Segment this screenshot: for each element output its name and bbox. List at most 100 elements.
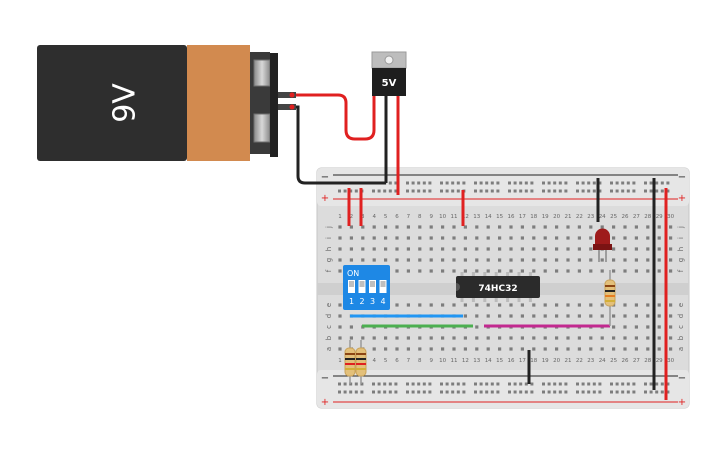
battery-snap-connector — [270, 53, 278, 157]
rail-hole — [524, 382, 528, 386]
terminal-hole — [646, 303, 650, 307]
resistor-bottom-left-2[interactable] — [355, 340, 367, 384]
terminal-hole — [612, 236, 616, 240]
rail-hole — [660, 390, 664, 394]
terminal-hole — [555, 347, 559, 351]
terminal-hole — [452, 258, 456, 262]
rail-hole — [592, 189, 596, 193]
rail-hole — [558, 189, 562, 193]
terminal-hole — [372, 258, 376, 262]
terminal-hole — [566, 247, 570, 251]
rail-hole — [411, 390, 415, 394]
battery-to-regulator-red-wire[interactable] — [296, 93, 376, 141]
rail-hole — [592, 181, 596, 185]
row-letter: e — [677, 303, 685, 307]
terminal-hole — [623, 258, 627, 262]
terminal-hole — [566, 225, 570, 229]
chip-pin — [483, 298, 487, 302]
column-number: 10 — [439, 358, 446, 364]
rail-hole — [343, 382, 347, 386]
logic-chip-74hc32[interactable]: 74HC32 — [456, 272, 540, 302]
rail-hole — [388, 390, 392, 394]
dip-lever-knob[interactable] — [359, 281, 365, 287]
row-letter: f — [677, 269, 685, 272]
rail-hole — [621, 382, 625, 386]
rail-hole — [666, 189, 670, 193]
rail-hole — [553, 189, 557, 193]
terminal-hole — [577, 269, 581, 273]
column-number: 8 — [418, 358, 422, 364]
terminal-hole — [418, 269, 422, 273]
resistor-bottom-left-1[interactable] — [344, 340, 356, 384]
terminal-hole — [395, 247, 399, 251]
terminal-hole — [623, 347, 627, 351]
rail-hole — [383, 382, 387, 386]
battery-label: 9V — [108, 83, 143, 123]
terminal-hole — [418, 225, 422, 229]
resistor-bl1-band-1 — [345, 353, 355, 355]
rail-hole — [576, 181, 579, 185]
chip-pin — [528, 272, 532, 276]
terminal-hole — [669, 225, 673, 229]
dip-lever-knob[interactable] — [380, 281, 386, 287]
dip-lever-knob[interactable] — [370, 281, 375, 287]
dip-switch-number: 4 — [380, 297, 385, 306]
rail-hole — [587, 382, 591, 386]
terminal-hole — [566, 314, 570, 318]
rail-hole — [406, 189, 409, 193]
regulator-label: 5V — [382, 78, 397, 89]
rail-hole — [660, 382, 664, 386]
dip-lever-knob[interactable] — [349, 281, 354, 287]
rail-hole — [666, 390, 670, 394]
rail-hole — [474, 390, 477, 394]
rail-hole — [547, 189, 551, 193]
rail-hole — [592, 382, 596, 386]
terminal-hole — [406, 336, 410, 340]
rail-hole — [632, 189, 636, 193]
rail-hole — [456, 181, 460, 185]
terminal-hole — [646, 325, 650, 329]
rail-hole — [553, 390, 557, 394]
terminal-hole — [623, 336, 627, 340]
dip-switch-levers[interactable] — [348, 280, 387, 293]
terminal-hole — [498, 269, 502, 273]
column-number: 11 — [451, 358, 458, 364]
rail-plus-label-br: + — [678, 397, 686, 408]
voltage-regulator[interactable]: 5V — [371, 51, 407, 96]
battery-9v[interactable]: 9V — [37, 45, 296, 161]
terminal-hole — [406, 225, 410, 229]
rail-hole — [598, 181, 602, 185]
terminal-hole — [486, 303, 490, 307]
column-number: 19 — [542, 214, 549, 220]
chip-pin — [517, 298, 521, 302]
terminal-hole — [372, 247, 376, 251]
terminal-hole — [395, 336, 399, 340]
rail-hole — [422, 390, 426, 394]
terminal-hole — [486, 347, 490, 351]
column-number: 20 — [553, 358, 560, 364]
terminal-hole — [498, 236, 502, 240]
terminal-hole — [338, 314, 342, 318]
resistor-right[interactable] — [604, 270, 616, 326]
terminal-hole — [555, 225, 559, 229]
terminal-hole — [669, 269, 673, 273]
terminal-hole — [623, 303, 627, 307]
resistor-right-body — [604, 279, 616, 307]
resistor-bl2-band-2 — [356, 358, 366, 360]
rail-hole — [451, 390, 455, 394]
terminal-hole — [475, 236, 479, 240]
terminal-hole — [463, 258, 467, 262]
terminal-hole — [395, 258, 399, 262]
rail-hole — [558, 390, 562, 394]
column-number: 21 — [565, 214, 572, 220]
column-number: 23 — [587, 214, 594, 220]
chip-pin — [460, 272, 464, 276]
terminal-hole — [600, 269, 604, 273]
terminal-hole — [600, 258, 604, 262]
battery-ground-black-wire[interactable] — [296, 105, 386, 185]
resistor-bl2-body — [355, 347, 367, 377]
red-led[interactable] — [593, 228, 612, 262]
rail-hole — [530, 189, 534, 193]
